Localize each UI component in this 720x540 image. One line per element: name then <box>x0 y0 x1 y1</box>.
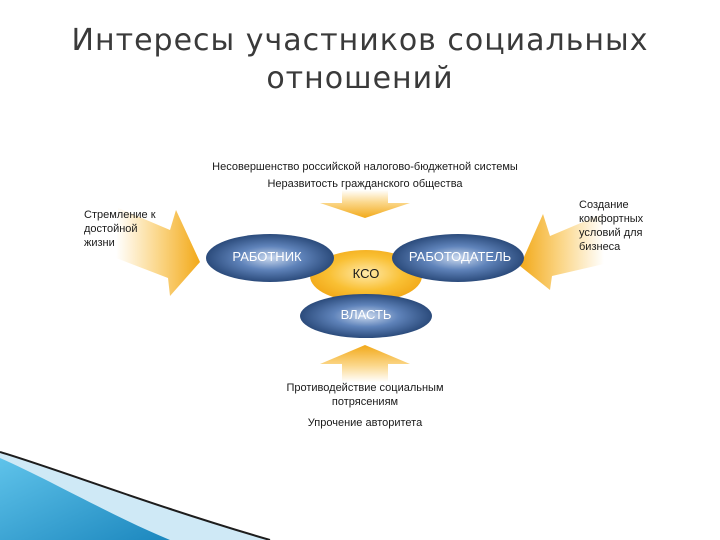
left-text-line-2: достойной <box>84 223 138 235</box>
worker-label: РАБОТНИК <box>232 249 302 264</box>
arrow-left <box>116 208 200 296</box>
left-text-line-1: Стремление к <box>84 209 156 221</box>
bottom-text-line-1: Противодействие социальным <box>286 382 444 394</box>
top-text-line-2: Неразвитость гражданского общества <box>267 178 463 190</box>
bottom-text-line-3: Упрочение авторитета <box>307 417 423 429</box>
arrow-right <box>520 214 604 290</box>
kso-label: КСО <box>352 266 380 281</box>
decorative-wave-teal <box>0 458 170 540</box>
power-oval <box>300 294 432 338</box>
power-label: ВЛАСТЬ <box>340 307 392 322</box>
left-text-line-3: жизни <box>84 237 115 249</box>
right-text-line-3: условий для <box>579 227 643 239</box>
employer-oval <box>392 234 524 282</box>
decorative-wave-stroke <box>0 451 271 540</box>
title-line-1: Интересы участников социальных <box>71 23 649 58</box>
arrow-top-down <box>320 190 410 218</box>
arrow-bottom-up <box>320 345 410 382</box>
right-text-line-2: комфортных <box>579 213 644 225</box>
title-line-2: отношений <box>266 61 454 96</box>
top-text-line-1: Несовершенство российской налогово-бюдже… <box>212 161 518 173</box>
right-text-line-1: Создание <box>579 199 629 211</box>
slide-title: Интересы участников социальных отношений <box>0 22 720 98</box>
bottom-text-line-2: потрясениям <box>331 396 399 408</box>
worker-oval <box>206 234 334 282</box>
right-text-line-4: бизнеса <box>579 241 621 253</box>
employer-label: РАБОТОДАТЕЛЬ <box>408 249 512 264</box>
